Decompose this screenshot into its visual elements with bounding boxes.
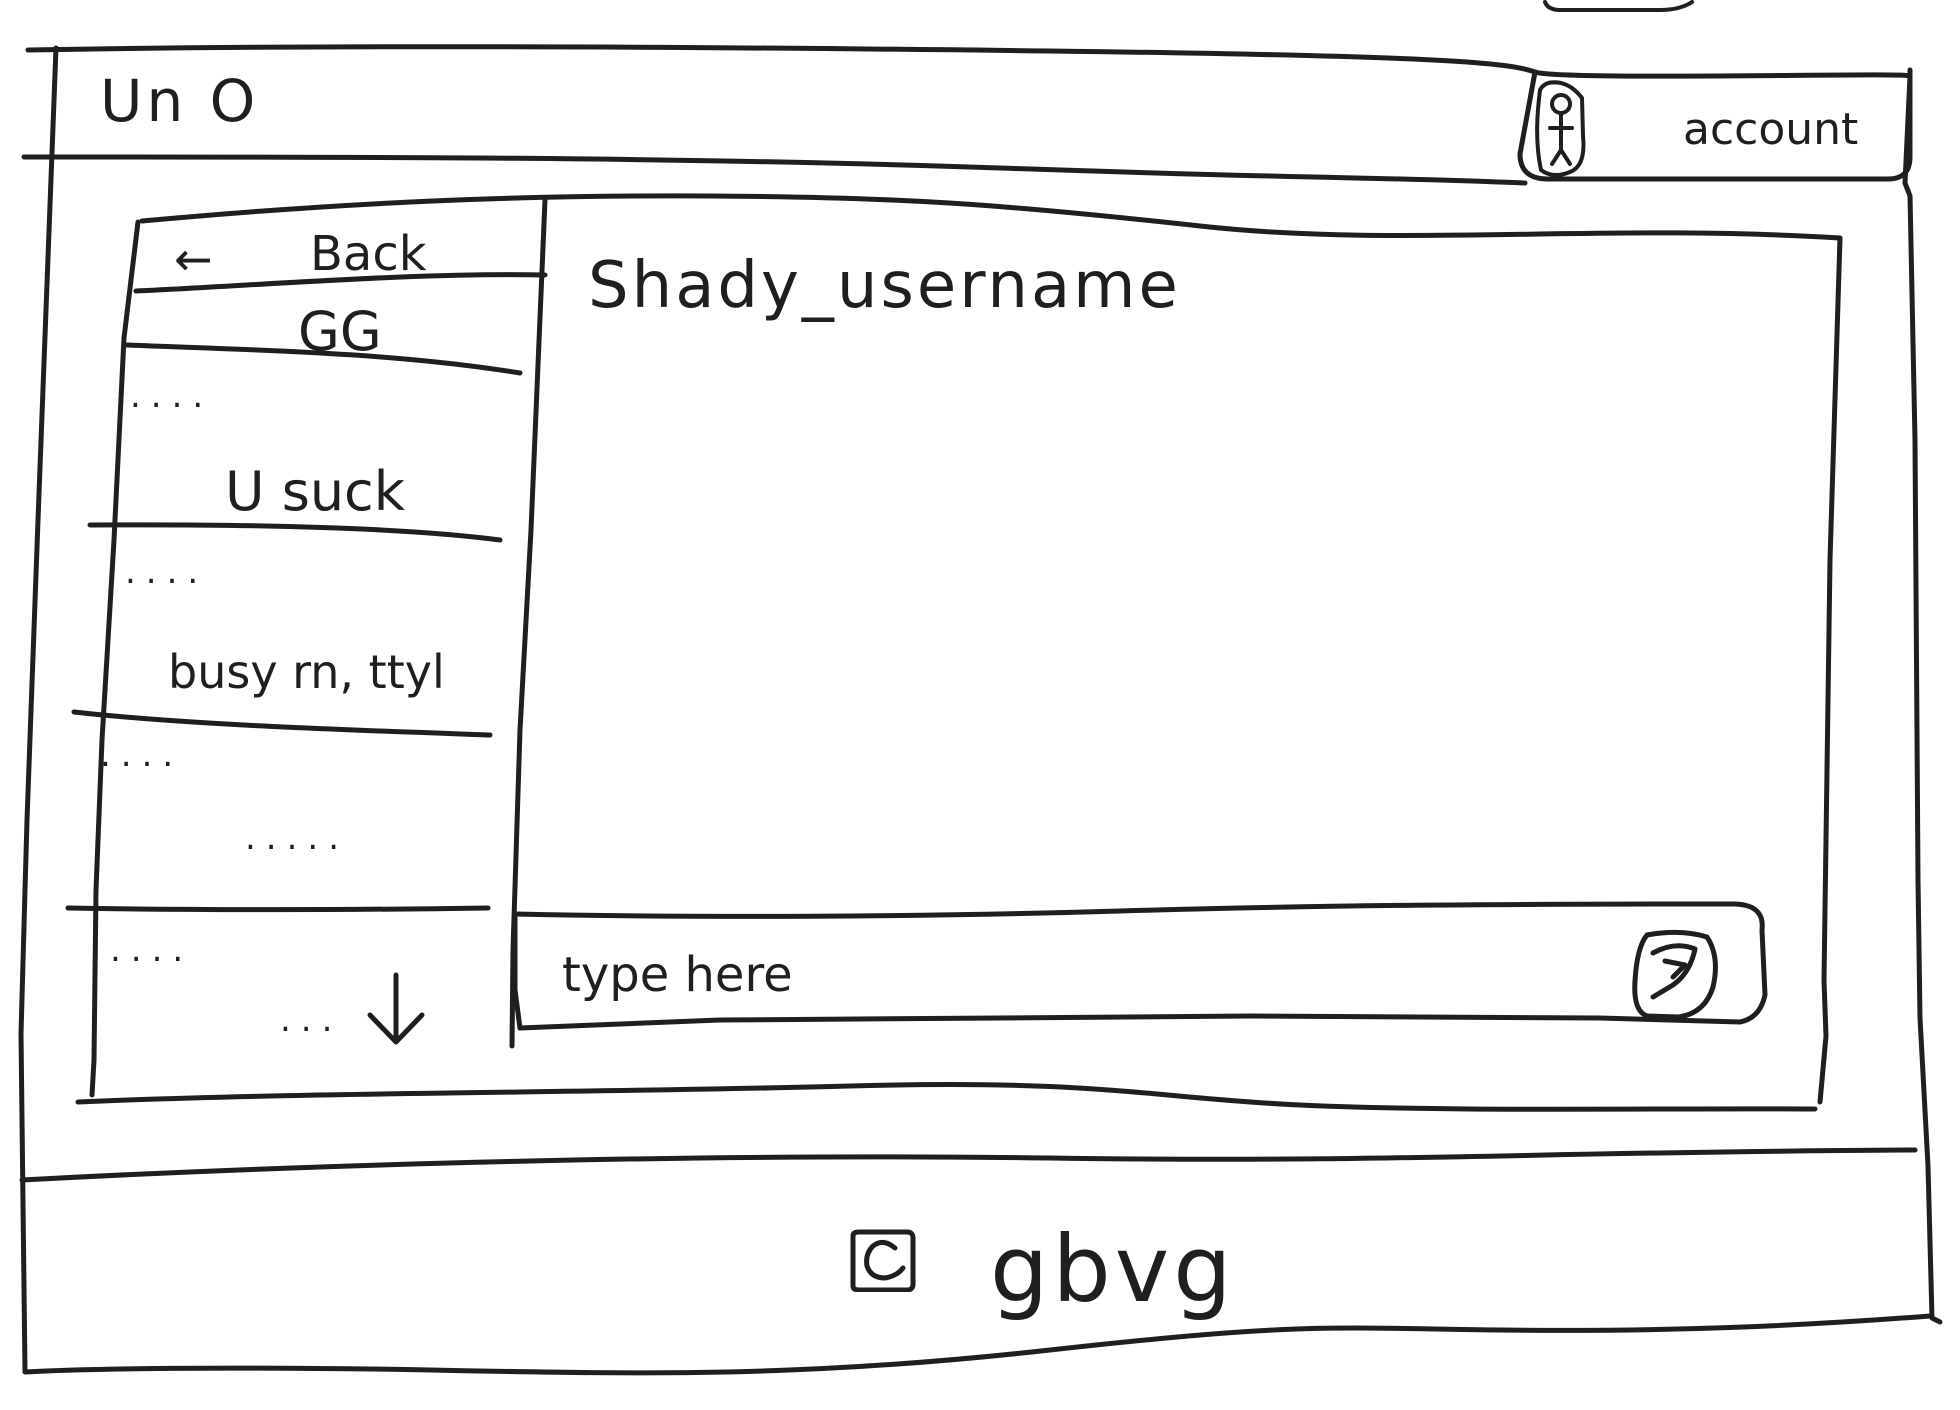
account-button[interactable]: account bbox=[1525, 74, 1905, 184]
conversation-preview: .... bbox=[125, 552, 209, 592]
account-label: account bbox=[1683, 104, 1859, 155]
conversation-item[interactable]: busy rn, ttyl .... bbox=[100, 635, 520, 775]
left-arrow-icon: ← bbox=[174, 232, 213, 286]
conversation-preview: ... bbox=[280, 1000, 343, 1040]
conversation-item[interactable]: GG .... bbox=[130, 290, 500, 416]
footer-text: gbvg bbox=[990, 1216, 1236, 1323]
app-logo[interactable]: Un O bbox=[100, 67, 260, 135]
send-icon bbox=[1632, 929, 1718, 1020]
conversation-preview: ..... bbox=[245, 818, 350, 858]
conversation-item[interactable]: ... bbox=[280, 1000, 640, 1040]
message-input[interactable] bbox=[560, 945, 1614, 1005]
conversation-title: U suck bbox=[225, 460, 406, 523]
conversation-preview: .... bbox=[130, 376, 214, 416]
conversation-title: GG bbox=[298, 300, 382, 363]
conversation-item[interactable]: .... bbox=[110, 930, 470, 970]
back-label: Back bbox=[310, 226, 427, 282]
conversation-preview: .... bbox=[100, 735, 184, 775]
conversation-title: busy rn, ttyl bbox=[168, 645, 445, 699]
conversation-item[interactable]: ..... bbox=[245, 818, 605, 858]
footer-brand: gbvg bbox=[840, 1210, 1232, 1330]
conversation-item[interactable]: U suck .... bbox=[115, 440, 475, 592]
back-button[interactable]: ← Back bbox=[170, 210, 470, 286]
send-button[interactable] bbox=[1625, 925, 1725, 1020]
user-icon bbox=[1535, 80, 1586, 177]
chat-username: Shady_username bbox=[588, 249, 1181, 323]
conversation-preview: .... bbox=[110, 930, 194, 970]
down-arrow-icon[interactable] bbox=[360, 970, 430, 1048]
copyright-icon bbox=[850, 1229, 916, 1292]
